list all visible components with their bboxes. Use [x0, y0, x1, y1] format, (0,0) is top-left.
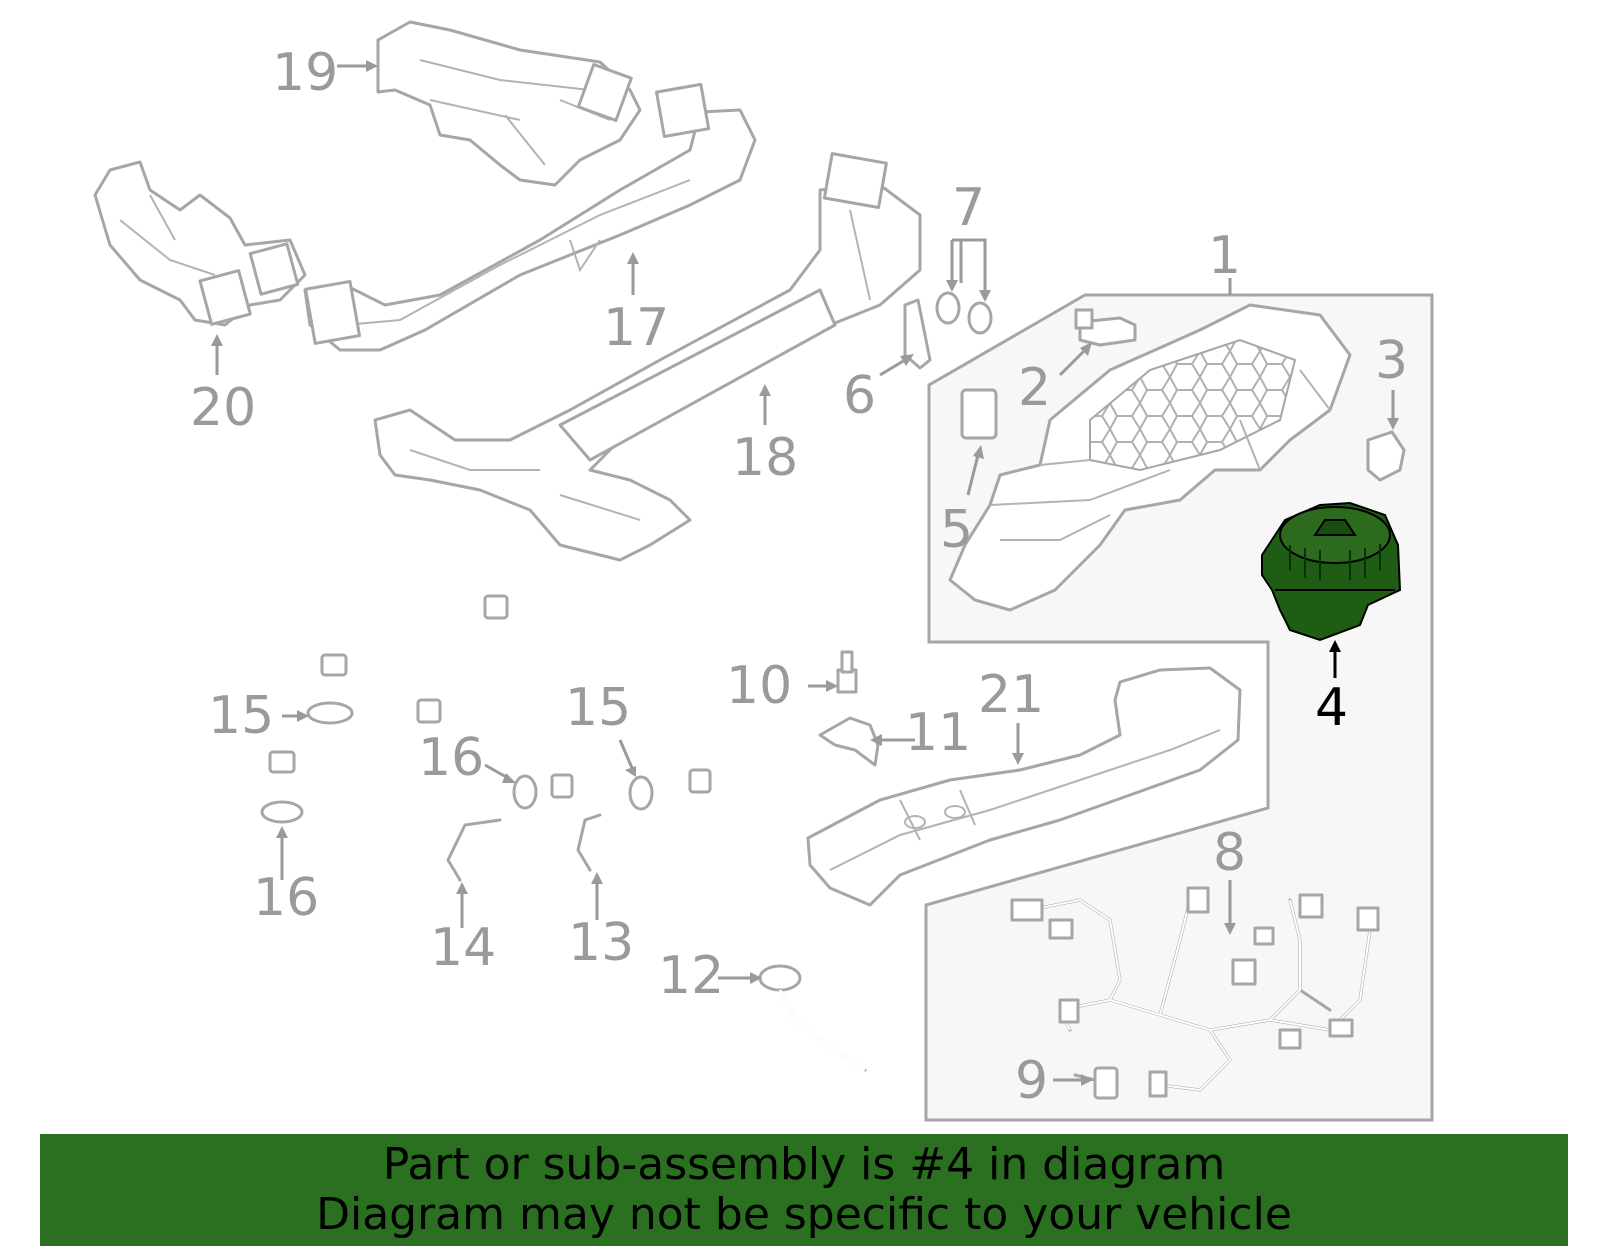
callout-7: 7 — [952, 178, 985, 238]
part-3-actuator — [1366, 430, 1406, 482]
part-21-lower-duct — [806, 666, 1242, 907]
part-12-sensor-cable — [758, 964, 867, 1072]
part-15-seal-left — [306, 701, 354, 725]
banner-line-2: Diagram may not be specific to your vehi… — [316, 1189, 1292, 1240]
callout-21: 21 — [978, 665, 1044, 725]
part-17-long-duct — [303, 82, 757, 352]
callout-5: 5 — [940, 500, 973, 560]
part-7-o-ring-left — [935, 291, 961, 325]
callout-15-right: 15 — [565, 678, 631, 738]
callout-10: 10 — [726, 656, 792, 716]
part-16-seal-left — [260, 800, 304, 824]
refrigerant-lines — [268, 594, 712, 882]
part-7-o-ring-right — [967, 301, 993, 335]
part-16-seal-center — [512, 774, 538, 810]
part-4-blower-motor — [1261, 501, 1402, 642]
part-20-left-vent-duct — [93, 160, 307, 327]
banner-line-1: Part or sub-assembly is #4 in diagram — [382, 1139, 1226, 1190]
callout-6: 6 — [843, 366, 876, 426]
callout-9: 9 — [1015, 1051, 1048, 1111]
callout-16-center: 16 — [418, 728, 484, 788]
callout-14: 14 — [430, 918, 496, 978]
callout-2: 2 — [1018, 358, 1051, 418]
part-11-bracket — [818, 716, 880, 767]
callout-15-left: 15 — [208, 686, 274, 746]
callout-8: 8 — [1213, 823, 1246, 883]
part-10-stud — [836, 650, 858, 694]
part-19-upper-duct — [376, 20, 642, 187]
callout-13: 13 — [568, 913, 634, 973]
part-18-center-duct — [373, 152, 922, 562]
part-2-sensor — [1074, 308, 1137, 347]
callout-12: 12 — [658, 946, 724, 1006]
part-6-gasket — [903, 298, 932, 370]
callout-18: 18 — [732, 428, 798, 488]
part-1-hvac-housing — [948, 303, 1352, 612]
part-5-expansion-valve — [960, 388, 998, 440]
callout-11: 11 — [905, 703, 971, 763]
callout-17: 17 — [603, 298, 669, 358]
part-15-seal-right — [628, 775, 654, 811]
part-8-wiring-harness — [1010, 886, 1380, 1098]
callout-16-left: 16 — [253, 868, 319, 928]
callout-3: 3 — [1375, 331, 1408, 391]
leader-arrows — [211, 60, 1399, 1086]
callout-1: 1 — [1208, 226, 1241, 286]
callout-20: 20 — [190, 378, 256, 438]
info-banner: Part or sub-assembly is #4 in diagram Di… — [40, 1134, 1568, 1246]
callout-4-highlighted: 4 — [1315, 678, 1348, 738]
callout-19: 19 — [272, 43, 338, 103]
